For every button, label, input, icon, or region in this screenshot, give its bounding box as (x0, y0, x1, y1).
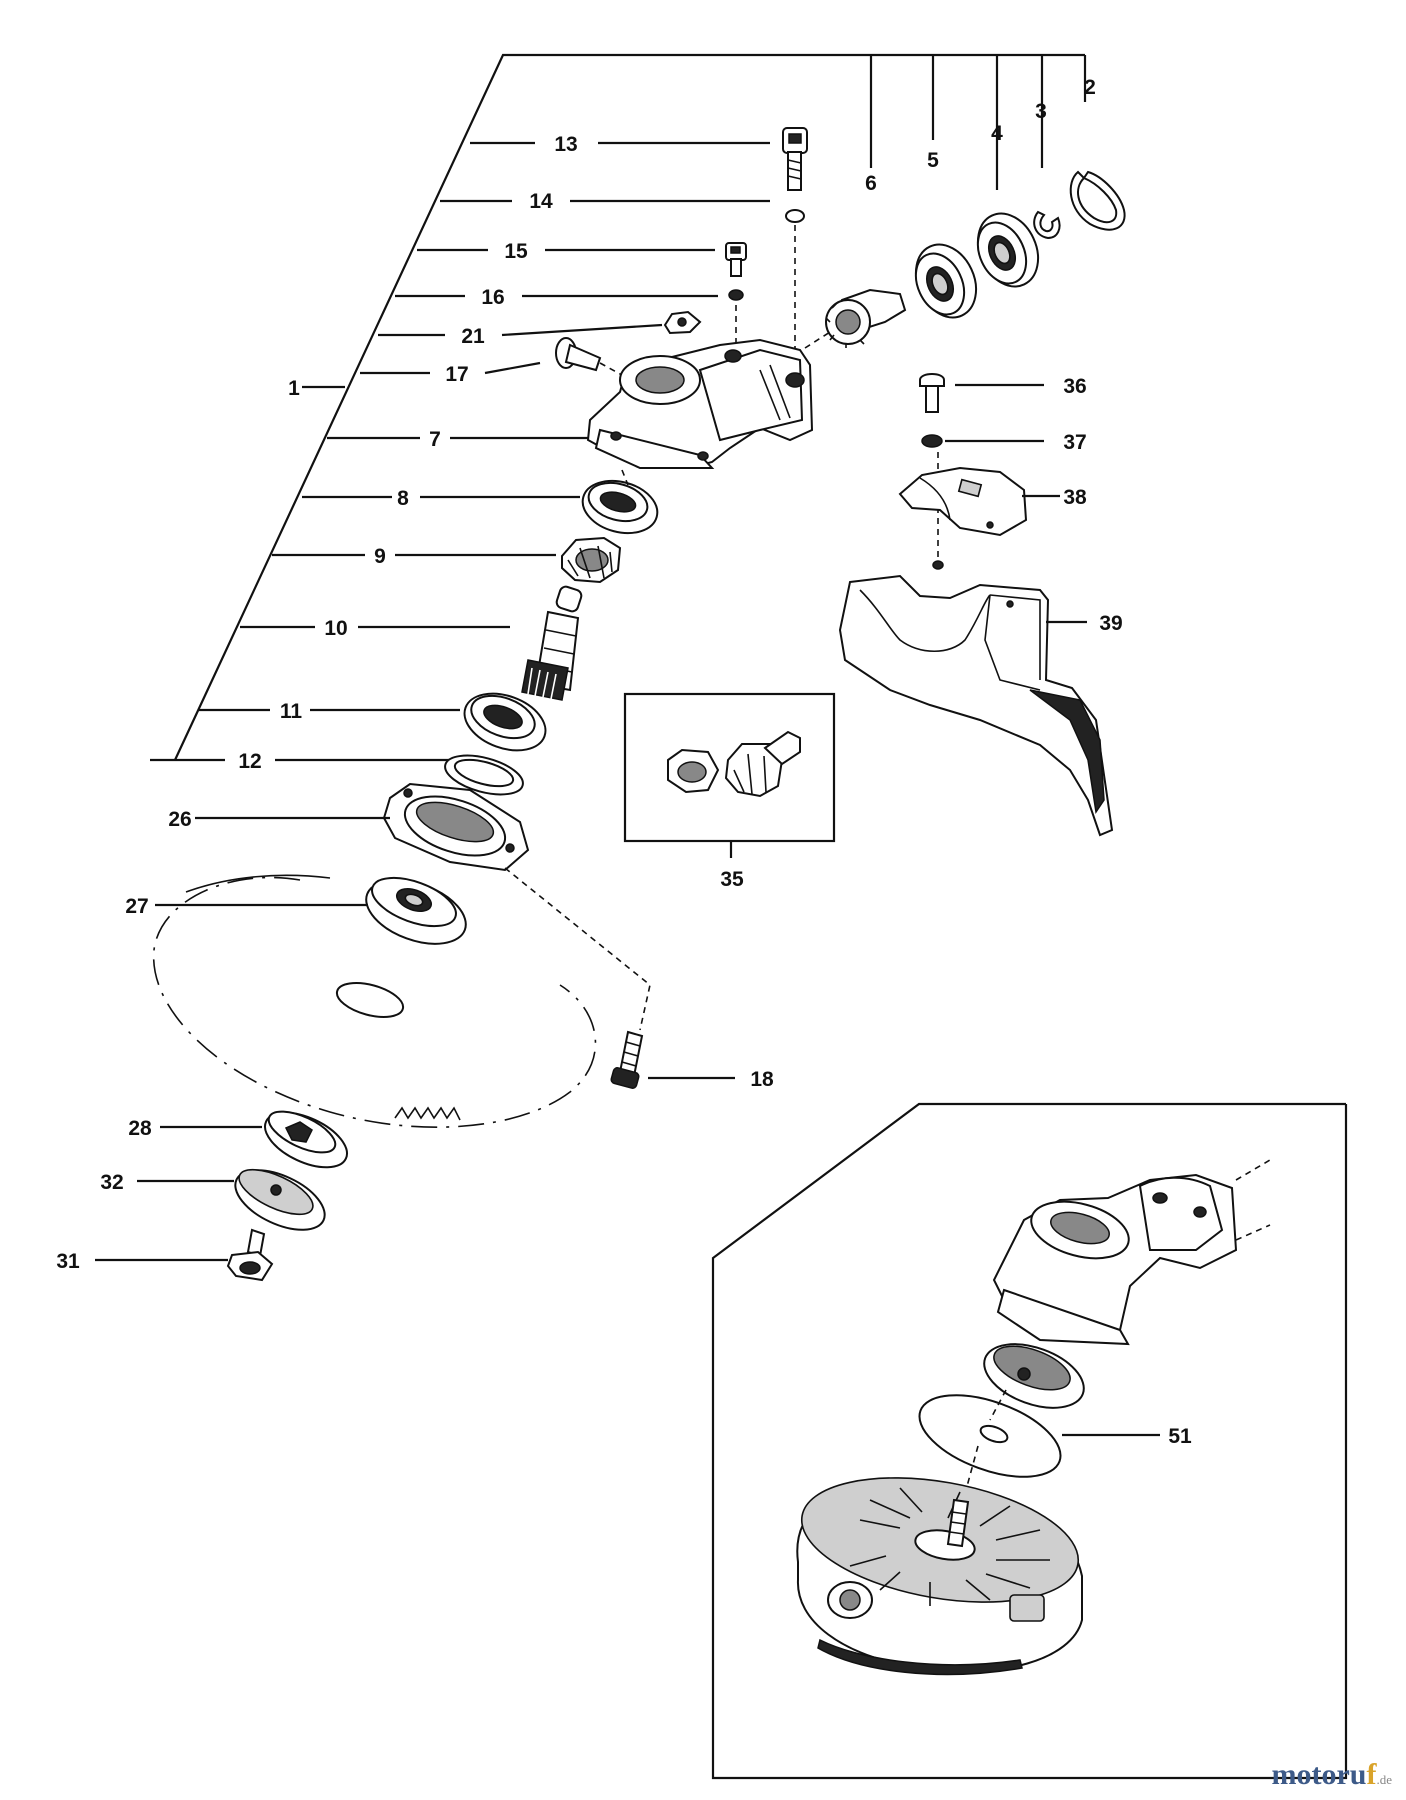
part-11-bearing (463, 692, 547, 752)
part-5-bearing (914, 243, 978, 319)
callout-10: 10 (324, 617, 347, 640)
callout-labels: 2 3 4 5 6 13 14 15 16 21 17 1 7 8 9 10 1… (56, 76, 1192, 1448)
part-31-bolt (226, 1228, 274, 1282)
part-13-bolt (782, 127, 808, 191)
callout-6: 6 (865, 172, 877, 195)
callout-12: 12 (238, 750, 261, 773)
callout-38: 38 (1063, 486, 1087, 509)
inset-trimmer-head (711, 1102, 1348, 1780)
part-37-washer (921, 434, 943, 448)
part-36-screw (919, 373, 945, 413)
watermark-accent: f (1366, 1758, 1377, 1791)
callout-8: 8 (397, 487, 409, 510)
watermark-main: motoru (1271, 1758, 1367, 1791)
part-14-washer (785, 209, 805, 223)
callout-15: 15 (504, 240, 528, 263)
callout-31: 31 (56, 1250, 80, 1273)
callout-32: 32 (100, 1171, 123, 1194)
site-watermark-logo: motoruf.de (1271, 1758, 1392, 1792)
callout-14: 14 (529, 190, 553, 213)
callout-21: 21 (461, 325, 485, 348)
part-7-gear-housing (586, 338, 814, 470)
watermark-suffix: .de (1376, 1772, 1392, 1787)
part-18-bolt (610, 1030, 644, 1089)
axis-6 (804, 331, 831, 349)
part-8-bearing (581, 479, 659, 535)
callout-39: 39 (1099, 612, 1122, 635)
callout-13: 13 (554, 133, 577, 156)
callout-7: 7 (429, 428, 441, 451)
part-blade-disc (152, 874, 597, 1128)
part-10-spline-shaft (521, 585, 583, 701)
part-4-bearing (976, 212, 1040, 288)
callout-11: 11 (280, 700, 303, 723)
callout-2: 2 (1084, 76, 1096, 99)
part-9-bevel-gear (561, 536, 622, 584)
callout-26: 26 (168, 808, 191, 831)
callout-3: 3 (1035, 100, 1047, 123)
part-35-gear-set-box (623, 692, 836, 858)
part-39-guard (838, 560, 1114, 837)
callout-36: 36 (1063, 375, 1086, 398)
part-12-ring (444, 754, 524, 796)
axis-8 (621, 469, 629, 486)
callout-9: 9 (374, 545, 386, 568)
callout-28: 28 (128, 1117, 152, 1140)
part-2-snap-ring (1069, 170, 1126, 231)
bracket-group-1 (150, 53, 1087, 762)
part-32-cover (234, 1168, 326, 1231)
callout-16: 16 (481, 286, 504, 309)
axis-17 (599, 362, 623, 376)
callout-18: 18 (750, 1068, 774, 1091)
callout-27: 27 (125, 895, 148, 918)
callout-4: 4 (991, 122, 1003, 145)
part-17-bolt (555, 337, 602, 372)
part-3-snap-ring (1033, 210, 1061, 240)
part-28-nut (264, 1110, 348, 1169)
part-38-clamp (898, 466, 1028, 537)
part-6-bevel-gear (825, 288, 907, 348)
callout-17: 17 (445, 363, 468, 386)
leader-lines (95, 383, 1160, 1437)
callout-37: 37 (1063, 431, 1086, 454)
callout-5: 5 (927, 149, 939, 172)
callout-1: 1 (288, 377, 300, 400)
part-27-blade-holder (365, 876, 467, 945)
callout-51: 51 (1168, 1425, 1192, 1448)
axis-18 (504, 867, 651, 1031)
callout-35: 35 (720, 868, 744, 891)
part-15-screw (725, 242, 747, 277)
part-16-washer (728, 289, 744, 301)
part-26-flange (382, 782, 530, 872)
